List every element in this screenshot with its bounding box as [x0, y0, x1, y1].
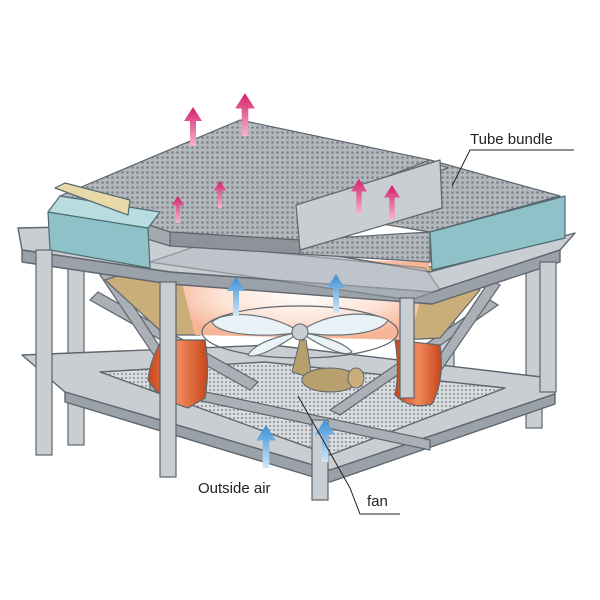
fan-icon	[201, 305, 399, 393]
header-right	[429, 195, 566, 271]
center-beam	[295, 159, 443, 251]
tube-bundle-label: Tube bundle	[470, 131, 553, 148]
front-legs	[35, 249, 557, 501]
leader-lines	[297, 149, 574, 515]
outside-air-label: Outside air	[198, 480, 271, 497]
fan-label: fan	[367, 493, 388, 510]
headers	[47, 159, 566, 271]
